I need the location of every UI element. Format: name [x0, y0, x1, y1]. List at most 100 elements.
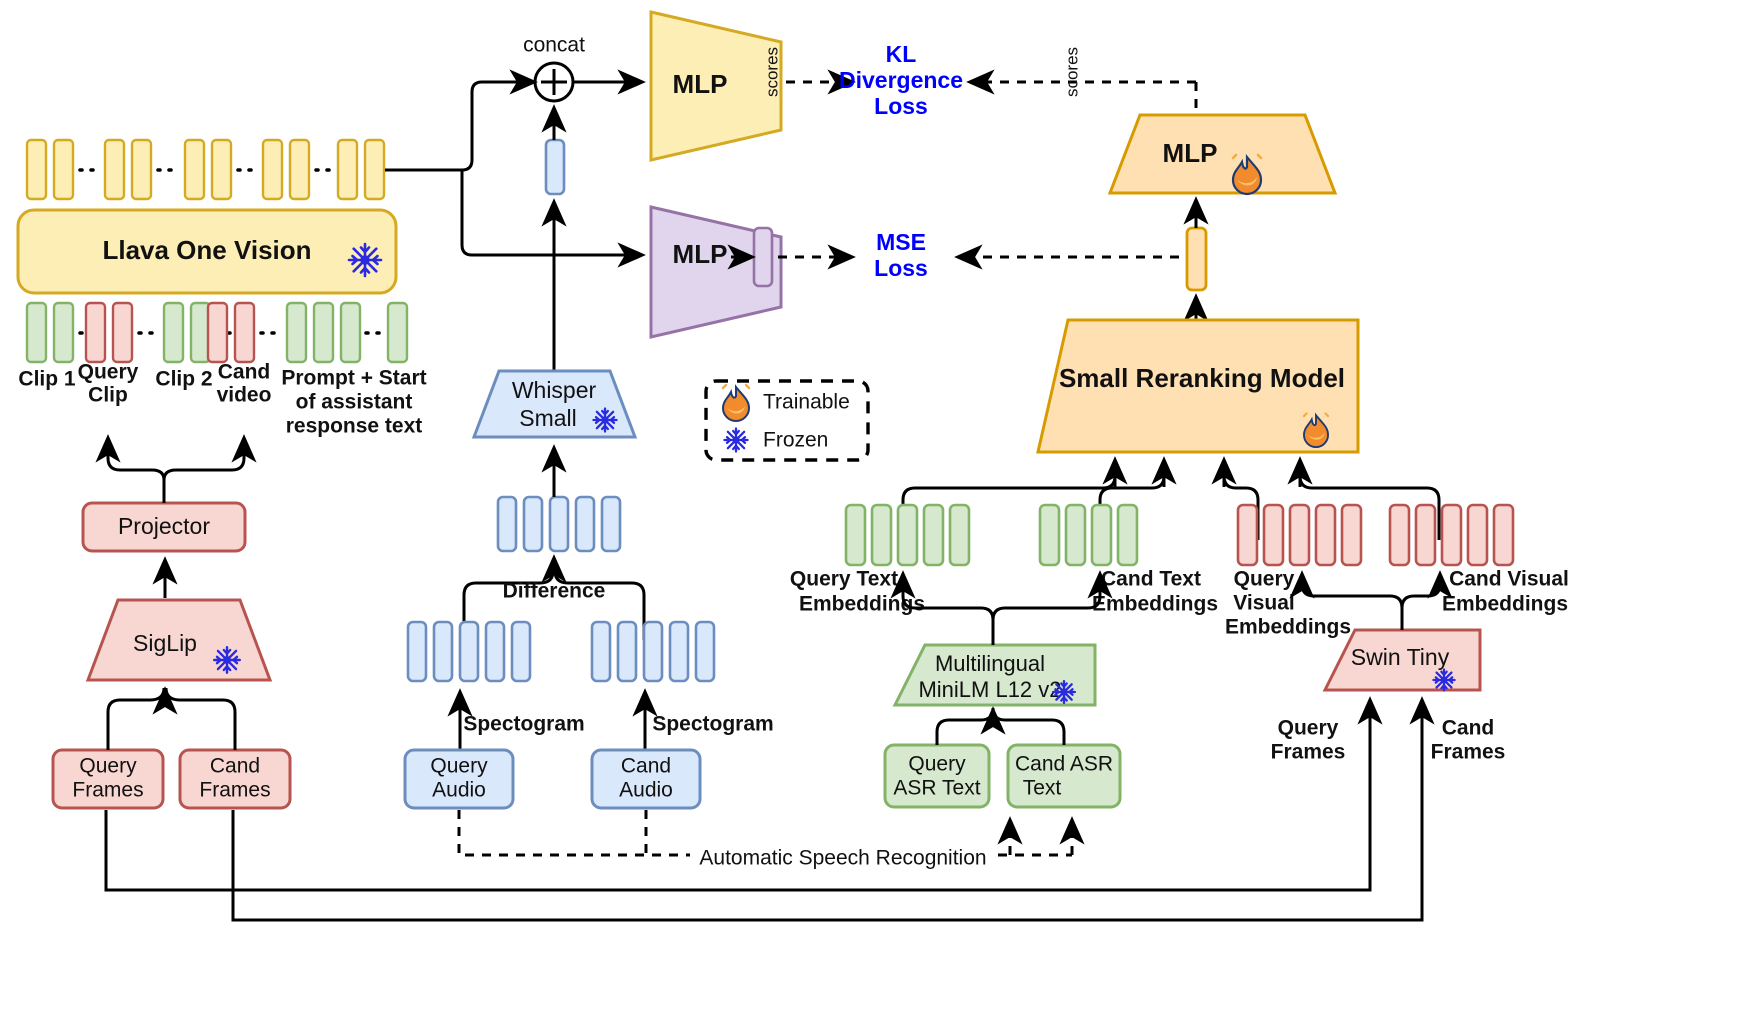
- whisper-label-line2: Small: [519, 405, 577, 431]
- snowflake-icon: [347, 242, 383, 278]
- query-asr-text-label-line2: ASR Text: [893, 777, 980, 800]
- query-spectrogram-token-row: [406, 620, 532, 683]
- asr-edge: [457, 810, 690, 857]
- scores-label-left: scores: [762, 47, 781, 97]
- query-visual-embeddings-label-line3: Embeddings: [1225, 616, 1351, 639]
- snowflake-icon: [1051, 679, 1077, 705]
- legend-frozen-label: Frozen: [763, 429, 828, 452]
- mlp-reranking-block[interactable]: [1107, 113, 1338, 195]
- query-clip-label-line1: Query: [78, 361, 139, 384]
- cand-asr-text-label-line1: Cand ASR: [1015, 753, 1113, 776]
- fire-icon: [721, 383, 751, 422]
- llava-output-edge: [385, 80, 535, 172]
- query-clip-label-line2: Clip: [88, 384, 128, 407]
- swin-tiny-block[interactable]: [1322, 628, 1482, 692]
- mlp-kl-block[interactable]: [649, 10, 783, 162]
- cand-video-label-line1: Cand: [218, 361, 271, 384]
- mse-loss-label-line1: MSE: [876, 229, 926, 255]
- snowflake-icon: [723, 427, 749, 453]
- kl-loss-label-line1: KL: [886, 41, 917, 67]
- llava-output-token-row: [25, 138, 386, 201]
- projector-label: Projector: [118, 513, 210, 539]
- llava-input-token-row: [25, 301, 409, 364]
- query-frames-right-label-line1: Query: [1278, 717, 1339, 740]
- prompt-label-line2: of assistant: [296, 391, 413, 414]
- mlp-mse-label: MLP: [673, 239, 728, 269]
- query-frames-label-line2: Frames: [72, 779, 143, 802]
- minilm-label-line2: MiniLM L12 v2: [918, 677, 1061, 702]
- query-audio-block[interactable]: [403, 748, 515, 810]
- snowflake-icon: [1432, 668, 1456, 692]
- query-frames-right-label-line2: Frames: [1271, 741, 1346, 764]
- concat-label: concat: [523, 34, 585, 57]
- cand-audio-label-line1: Cand: [621, 755, 671, 778]
- cand-text-emb-to-reranker: [1098, 475, 1166, 540]
- minilm-block[interactable]: [892, 643, 1097, 707]
- llava-one-vision-block[interactable]: [16, 208, 398, 295]
- query-visual-emb-to-reranker: [1298, 475, 1441, 540]
- cand-text-embeddings-label-line2: Embeddings: [1092, 593, 1218, 616]
- query-text-emb-to-reranker: [901, 475, 1117, 540]
- cand-frames-long-edge: [231, 696, 1435, 922]
- minilm-to-cand-text-edge: [991, 578, 1102, 645]
- cand-audio-block[interactable]: [590, 748, 702, 810]
- cand-visual-embeddings-label-line1: Cand Visual: [1449, 568, 1569, 591]
- snowflake-icon: [212, 645, 242, 675]
- query-frames-long-edge: [104, 696, 1383, 892]
- cand-visual-embeddings-tokens: [1388, 503, 1515, 567]
- query-visual-embeddings-label-line1: Query: [1234, 568, 1295, 591]
- kl-loss-label-line2: Divergence: [839, 67, 963, 93]
- cand-video-label-line2: video: [217, 384, 272, 407]
- fire-icon: [1302, 412, 1330, 449]
- legend-box: [704, 379, 870, 462]
- siglip-label: SigLip: [133, 630, 197, 656]
- query-visual-embeddings-label-line2: Visual: [1233, 592, 1294, 615]
- fire-icon: [1231, 153, 1263, 196]
- spectogram-label-left: Spectogram: [463, 713, 584, 736]
- query-visual-embeddings-tokens: [1236, 503, 1363, 567]
- minilm-label-line1: Multilingual: [935, 651, 1045, 676]
- asr-label: Automatic Speech Recognition: [699, 847, 986, 870]
- difference-embedding-bar: [544, 138, 566, 196]
- cand-text-embeddings-tokens: [1038, 503, 1139, 567]
- query-asr-text-label-line1: Query: [908, 753, 966, 776]
- cand-frames-right-label-line1: Cand: [1442, 717, 1495, 740]
- mse-loss-label-line2: Loss: [874, 255, 928, 281]
- asr-to-minilm-right: [991, 707, 1066, 745]
- prompt-label-line3: response text: [286, 415, 423, 438]
- difference-label: Difference: [503, 580, 606, 603]
- cand-asr-text-label-line2: Text: [1023, 777, 1062, 800]
- prompt-label-line1: Prompt + Start: [281, 367, 426, 390]
- rerank-score-bar: [1185, 226, 1208, 292]
- mlp-mse-block[interactable]: [649, 205, 783, 339]
- swin-to-cand-visual-edge: [1400, 578, 1442, 630]
- query-audio-label-line1: Query: [430, 755, 488, 778]
- mlp-reranking-label: MLP: [1163, 138, 1218, 168]
- kl-loss-label-line3: Loss: [874, 93, 928, 119]
- whisper-label-line1: Whisper: [512, 377, 597, 403]
- small-reranking-model-block[interactable]: [1036, 318, 1360, 454]
- clip1-label: Clip 1: [18, 368, 75, 391]
- mlp-kl-label: MLP: [673, 69, 728, 99]
- left-column-edges: [95, 434, 257, 750]
- legend-trainable-label: Trainable: [763, 391, 850, 414]
- spectogram-label-right: Spectogram: [652, 713, 773, 736]
- query-text-embeddings-tokens: [844, 503, 971, 567]
- clip2-label: Clip 2: [155, 368, 212, 391]
- cand-visual-embeddings-label-line2: Embeddings: [1442, 593, 1568, 616]
- circle-plus-icon: [533, 61, 575, 103]
- query-visual-emb-to-reranker2: [1222, 475, 1260, 540]
- cand-frames-label-line1: Cand: [210, 755, 260, 778]
- mse-score-bar: [752, 226, 774, 288]
- cand-audio-label-line2: Audio: [619, 779, 673, 802]
- difference-token-row: [496, 495, 622, 553]
- query-frames-label-line1: Query: [79, 755, 137, 778]
- small-reranking-model-label: Small Reranking Model: [1059, 363, 1345, 393]
- query-audio-label-line2: Audio: [432, 779, 486, 802]
- swin-tiny-label: Swin Tiny: [1351, 644, 1450, 670]
- llava-one-vision-label: Llava One Vision: [102, 235, 311, 265]
- cand-spectrogram-token-row: [590, 620, 716, 683]
- cand-text-embeddings-label-line1: Cand Text: [1101, 568, 1201, 591]
- scores-label-right: scores: [1062, 47, 1081, 97]
